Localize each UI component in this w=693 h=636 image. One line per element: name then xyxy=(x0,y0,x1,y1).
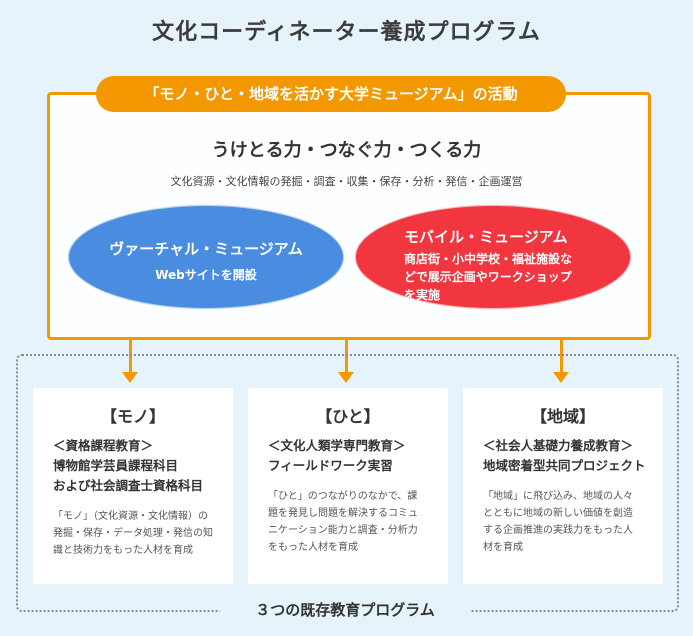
card-program-line: 博物館学芸員課程科目 xyxy=(53,458,179,473)
card-description-line: 「地域」に飛び込み、地域の人々 xyxy=(483,491,633,502)
virtual-museum-ellipse: ヴァーチャル・ミュージアム Webサイトを開設 xyxy=(68,205,344,309)
card-mono: 【モノ】 ＜資格課程教育＞ 博物館学芸員課程科目 および社会調査士資格科目 「モ… xyxy=(33,388,233,584)
card-program: ＜社会人基礎力養成教育＞ 地域密着型共同プロジェクト xyxy=(483,436,646,476)
activity-banner: 「モノ・ひと・地域を活かす大学ミュージアム」の活動 xyxy=(96,76,566,112)
arrow-to-mono-shaft xyxy=(129,340,132,374)
arrow-to-chiiki-head xyxy=(553,372,569,383)
card-description-line: をもった人材を育成 xyxy=(268,542,358,553)
card-program-line: ＜文化人類学専門教育＞ xyxy=(268,438,406,453)
card-description: 「ひと」のつながりのなかで、課 題を発見し問題を解決するコミュ ニケーション能力… xyxy=(268,488,436,556)
arrow-to-mono-head xyxy=(122,372,138,383)
card-program-line: ＜資格課程教育＞ xyxy=(53,438,154,453)
mobile-museum-ellipse: モバイル・ミュージアム 商店街・小中学校・福祉施設な どで展示企画やワークショッ… xyxy=(355,205,631,309)
mobile-museum-desc-line: 商店街・小中学校・福祉施設な xyxy=(404,252,573,266)
virtual-museum-title: ヴァーチャル・ミュージアム xyxy=(109,240,303,258)
card-description-line: 題を発見し問題を解決するコミュ xyxy=(268,508,418,519)
mobile-museum-desc-line: どで展示企画やワークショップ xyxy=(404,270,572,284)
card-program-line: ＜社会人基礎力養成教育＞ xyxy=(483,438,634,453)
arrow-to-chiiki-shaft xyxy=(560,340,563,374)
card-program-line: および社会調査士資格科目 xyxy=(53,478,204,493)
mobile-museum-desc: 商店街・小中学校・福祉施設な どで展示企画やワークショップ を実施 xyxy=(404,250,604,304)
card-title: 【ひと】 xyxy=(316,407,380,426)
card-description-line: 材を育成 xyxy=(483,542,523,553)
card-program: ＜文化人類学専門教育＞ フィールドワーク実習 xyxy=(268,436,406,476)
abilities-heading: うけとる力・つなぐ力・つくる力 xyxy=(211,140,482,161)
diagram-title: 文化コーディネーター養成プログラム xyxy=(152,20,541,45)
mobile-museum-desc-line: を実施 xyxy=(404,288,441,302)
arrow-to-hito-shaft xyxy=(345,340,348,374)
card-description-line: 「モノ」（文化資源・文化情報）の xyxy=(53,511,208,522)
programs-label: ３つの既存教育プログラム xyxy=(220,596,470,624)
card-description: 「モノ」（文化資源・文化情報）の 発掘・保存・データ処理・発信の知 識と技術力を… xyxy=(53,508,221,559)
mobile-museum-title: モバイル・ミュージアム xyxy=(404,228,568,246)
card-description-line: 識と技術力をもった人材を育成 xyxy=(53,545,193,556)
card-description-line: 発掘・保存・データ処理・発信の知 xyxy=(53,528,213,539)
card-description: 「地域」に飛び込み、地域の人々 とともに地域の新しい価値を創造 する企画推進の実… xyxy=(483,488,651,556)
card-chiiki: 【地域】 ＜社会人基礎力養成教育＞ 地域密着型共同プロジェクト 「地域」に飛び込… xyxy=(463,388,663,584)
virtual-museum-desc: Webサイトを開設 xyxy=(155,268,257,282)
activities-list: 文化資源・文化情報の発掘・調査・収集・保存・分析・発信・企画運営 xyxy=(170,175,523,188)
card-hito: 【ひと】 ＜文化人類学専門教育＞ フィールドワーク実習 「ひと」のつながりのなか… xyxy=(248,388,448,584)
card-description-line: ニケーション能力と調査・分析力 xyxy=(268,525,418,536)
card-title: 【地域】 xyxy=(530,407,595,426)
card-program: ＜資格課程教育＞ 博物館学芸員課程科目 および社会調査士資格科目 xyxy=(53,436,203,496)
card-title: 【モノ】 xyxy=(100,407,165,426)
card-description-line: 「ひと」のつながりのなかで、課 xyxy=(268,491,418,502)
arrow-to-hito-head xyxy=(338,372,354,383)
card-description-line: とともに地域の新しい価値を創造 xyxy=(483,508,633,519)
card-program-line: 地域密着型共同プロジェクト xyxy=(483,458,646,473)
card-description-line: する企画推進の実践力をもった人 xyxy=(483,525,633,536)
card-program-line: フィールドワーク実習 xyxy=(268,458,393,473)
